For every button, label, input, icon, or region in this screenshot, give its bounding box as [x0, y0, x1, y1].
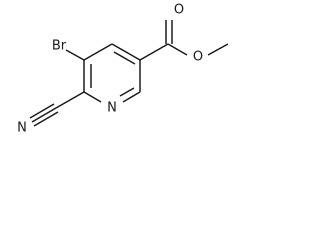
chemical-structure-diagram: Br N N O O: [17, 3, 229, 136]
atom-label-br: Br: [52, 39, 67, 54]
atom-label-o-ester: O: [193, 50, 203, 65]
bond-nitrile-triple-a: [31, 107, 57, 123]
bond-nitrile-triple-b: [29, 103, 55, 119]
ring-bond-c2-n1-inner: [119, 87, 135, 97]
atom-label-o-carbonyl: O: [174, 3, 184, 18]
bond-c6-nitrile-c: [55, 91, 85, 109]
bond-c5-br: [65, 49, 85, 61]
ring-bond-c5-c4: [83, 43, 113, 61]
ring-bond-c4-c3-inner: [113, 51, 136, 65]
bond-o-ester-methyl: [207, 43, 229, 56]
ring-bond-n1-c6: [83, 91, 102, 103]
atom-label-n-nitrile: N: [17, 121, 27, 136]
atom-label-n-ring: N: [107, 101, 117, 116]
bond-carbonyl-c-o-ester: [167, 43, 188, 56]
bond-nitrile-triple-c: [33, 111, 59, 127]
bond-c3-carbonyl-c: [139, 43, 169, 61]
ring-bond-c4-c3: [111, 43, 141, 61]
ring-bond-c2-n1: [122, 91, 141, 103]
